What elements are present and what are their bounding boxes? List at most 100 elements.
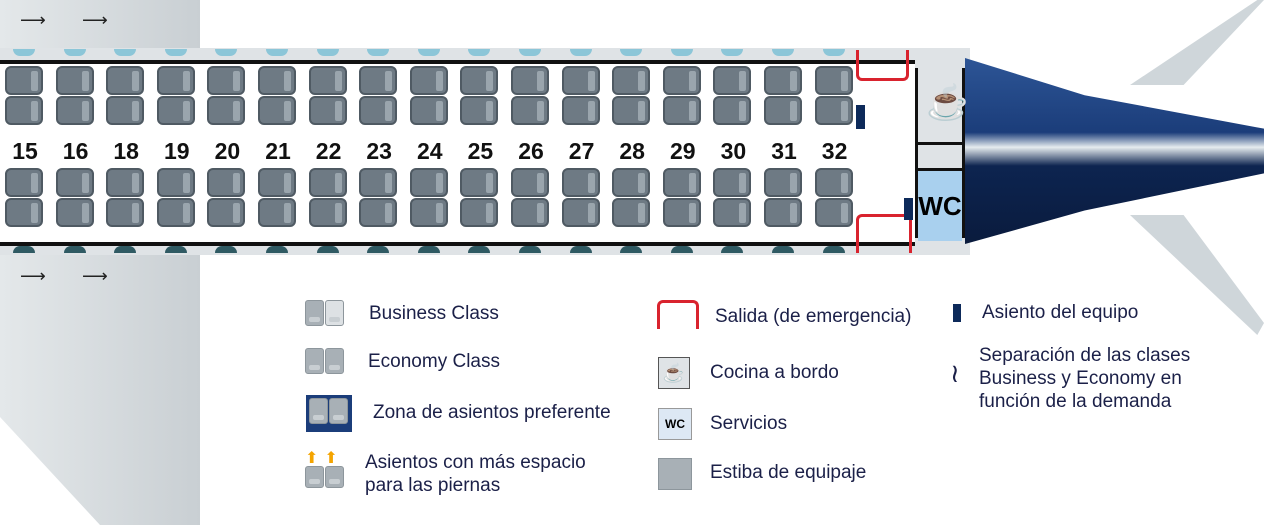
seat[interactable] — [207, 198, 246, 227]
seat[interactable] — [5, 198, 43, 227]
seat[interactable] — [460, 168, 499, 197]
seat-pair-row-32-top[interactable] — [814, 66, 857, 126]
seat[interactable] — [258, 198, 296, 227]
seat[interactable] — [55, 66, 94, 95]
emergency-exit-bottom[interactable] — [856, 214, 912, 253]
seat[interactable] — [5, 66, 43, 95]
seat[interactable] — [662, 168, 701, 197]
seat[interactable] — [106, 198, 145, 227]
seat[interactable] — [308, 96, 347, 125]
seat-pair-row-24-bottom[interactable] — [409, 168, 452, 228]
seat[interactable] — [409, 168, 448, 197]
seat-pair-row-28-top[interactable] — [612, 66, 654, 126]
seat-pair-row-22-top[interactable] — [308, 66, 351, 126]
seat-pair-row-27-top[interactable] — [561, 66, 604, 126]
seat[interactable] — [207, 96, 246, 125]
seat[interactable] — [359, 66, 398, 95]
seat-pair-row-30-bottom[interactable] — [713, 168, 755, 228]
seat[interactable] — [561, 168, 600, 197]
seat[interactable] — [409, 96, 448, 125]
seat[interactable] — [612, 96, 651, 125]
seat[interactable] — [156, 198, 195, 227]
seat[interactable] — [764, 96, 802, 125]
seat-pair-row-21-top[interactable] — [258, 66, 300, 126]
seat[interactable] — [308, 168, 347, 197]
seat-pair-row-21-bottom[interactable] — [258, 168, 300, 228]
seat[interactable] — [561, 96, 600, 125]
seat[interactable] — [612, 66, 651, 95]
seat-pair-row-28-bottom[interactable] — [612, 168, 654, 228]
seat-pair-row-25-top[interactable] — [460, 66, 502, 126]
seat[interactable] — [511, 96, 549, 125]
seat[interactable] — [156, 96, 195, 125]
seat[interactable] — [106, 96, 145, 125]
seat[interactable] — [814, 168, 853, 197]
seat-pair-row-20-bottom[interactable] — [207, 168, 249, 228]
seat-pair-row-15-top[interactable] — [5, 66, 47, 126]
seat-pair-row-18-top[interactable] — [106, 66, 148, 126]
seat[interactable] — [814, 66, 853, 95]
seat-pair-row-15-bottom[interactable] — [5, 168, 47, 228]
seat[interactable] — [156, 66, 195, 95]
seat-pair-row-23-top[interactable] — [359, 66, 401, 126]
seat[interactable] — [713, 66, 752, 95]
seat[interactable] — [5, 96, 43, 125]
seat[interactable] — [764, 198, 802, 227]
seat[interactable] — [258, 168, 296, 197]
seat[interactable] — [156, 168, 195, 197]
seat[interactable] — [713, 96, 752, 125]
seat[interactable] — [5, 168, 43, 197]
seat-pair-row-24-top[interactable] — [409, 66, 452, 126]
seat-pair-row-32-bottom[interactable] — [814, 168, 857, 228]
seat-pair-row-23-bottom[interactable] — [359, 168, 401, 228]
seat[interactable] — [55, 96, 94, 125]
seat-pair-row-29-bottom[interactable] — [662, 168, 705, 228]
seat[interactable] — [258, 66, 296, 95]
seat[interactable] — [764, 168, 802, 197]
seat[interactable] — [55, 168, 94, 197]
seat[interactable] — [764, 66, 802, 95]
seat[interactable] — [55, 198, 94, 227]
seat-pair-row-19-top[interactable] — [156, 66, 199, 126]
seat[interactable] — [511, 66, 549, 95]
seat[interactable] — [713, 168, 752, 197]
seat-pair-row-26-top[interactable] — [511, 66, 553, 126]
seat[interactable] — [561, 66, 600, 95]
seat-pair-row-31-bottom[interactable] — [764, 168, 806, 228]
seat-pair-row-31-top[interactable] — [764, 66, 806, 126]
seat[interactable] — [561, 198, 600, 227]
seat[interactable] — [258, 96, 296, 125]
seat-pair-row-16-bottom[interactable] — [55, 168, 98, 228]
seat[interactable] — [612, 168, 651, 197]
seat[interactable] — [713, 198, 752, 227]
seat[interactable] — [460, 66, 499, 95]
seat[interactable] — [612, 198, 651, 227]
seat[interactable] — [662, 96, 701, 125]
seat[interactable] — [460, 96, 499, 125]
seat-pair-row-20-top[interactable] — [207, 66, 249, 126]
seat[interactable] — [511, 168, 549, 197]
seat-pair-row-18-bottom[interactable] — [106, 168, 148, 228]
seat[interactable] — [359, 96, 398, 125]
seat-pair-row-27-bottom[interactable] — [561, 168, 604, 228]
emergency-exit-top[interactable] — [856, 50, 909, 81]
seat[interactable] — [106, 66, 145, 95]
seat[interactable] — [106, 168, 145, 197]
seat-pair-row-26-bottom[interactable] — [511, 168, 553, 228]
seat-pair-row-25-bottom[interactable] — [460, 168, 502, 228]
seat-pair-row-22-bottom[interactable] — [308, 168, 351, 228]
seat[interactable] — [207, 168, 246, 197]
seat[interactable] — [359, 198, 398, 227]
seat[interactable] — [308, 66, 347, 95]
seat[interactable] — [359, 168, 398, 197]
seat[interactable] — [511, 198, 549, 227]
seat[interactable] — [662, 198, 701, 227]
seat[interactable] — [409, 198, 448, 227]
seat-pair-row-19-bottom[interactable] — [156, 168, 199, 228]
seat-pair-row-16-top[interactable] — [55, 66, 98, 126]
seat[interactable] — [814, 198, 853, 227]
seat[interactable] — [662, 66, 701, 95]
seat[interactable] — [814, 96, 853, 125]
seat-pair-row-30-top[interactable] — [713, 66, 755, 126]
seat[interactable] — [207, 66, 246, 95]
